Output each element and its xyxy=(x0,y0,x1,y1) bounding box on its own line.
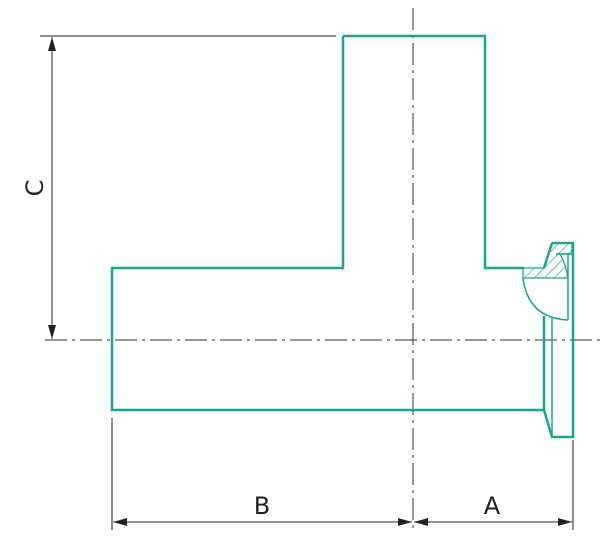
dimension-a-label: A xyxy=(484,492,501,520)
elbow-body-outline xyxy=(110,34,544,412)
flange-weld-arc xyxy=(522,277,569,321)
flange-hatched-section xyxy=(522,242,573,279)
dimension-b-label: B xyxy=(254,492,270,520)
dimension-c-label: C xyxy=(21,180,49,197)
